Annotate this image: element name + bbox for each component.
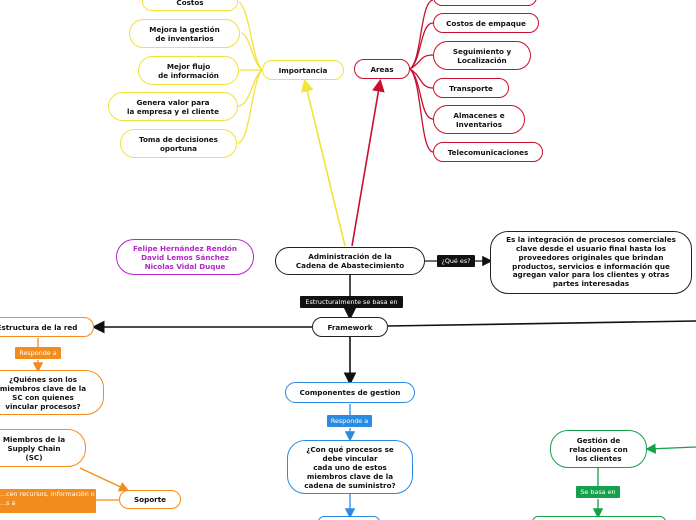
areas-node[interactable]: Areas bbox=[354, 59, 410, 79]
areas-item-almacenes[interactable]: Almacenes e Inventarios bbox=[433, 105, 525, 134]
relations-basis-tag: Se basa en bbox=[576, 486, 620, 498]
support-node[interactable]: Soporte bbox=[119, 490, 181, 509]
what-is-tag: ¿Qué es? bbox=[437, 255, 475, 267]
areas-item-transporte[interactable]: Transporte bbox=[433, 78, 509, 98]
central-topic-node[interactable]: Administración de la Cadena de Abastecim… bbox=[275, 247, 425, 275]
management-components-node[interactable]: Componentes de gestion bbox=[285, 382, 415, 403]
areas-item-seguimiento[interactable]: Seguimiento y Localización bbox=[433, 41, 531, 70]
importance-item-valor[interactable]: Genera valor para la empresa y el client… bbox=[108, 92, 238, 121]
structure-basis-tag: Estructuralmente se basa en bbox=[300, 296, 403, 308]
relations-next-node[interactable] bbox=[532, 516, 666, 520]
areas-item-telecomunicaciones[interactable]: Telecomunicaciones bbox=[433, 142, 543, 162]
network-question-node[interactable]: ¿Quiénes son los miembros clave de la SC… bbox=[0, 370, 104, 415]
components-responds-tag: Responde a bbox=[327, 415, 372, 427]
importance-node[interactable]: Importancia bbox=[262, 60, 344, 80]
sc-members-node[interactable]: Miembros de la Supply Chain (SC) bbox=[0, 429, 86, 467]
components-question-node[interactable]: ¿Con qué procesos se debe vincular cada … bbox=[287, 440, 413, 494]
importance-item-decisiones[interactable]: Toma de decisiones oportuna bbox=[120, 129, 237, 158]
areas-item-empaque[interactable]: Costos de empaque bbox=[433, 13, 539, 33]
network-responds-tag: Responde a bbox=[15, 347, 61, 359]
network-structure-node[interactable]: Estructura de la red bbox=[0, 317, 94, 337]
importance-item-costos[interactable]: Costos bbox=[142, 0, 238, 11]
authors-node[interactable]: Felipe Hernández Rendón David Lemos Sánc… bbox=[116, 239, 254, 275]
framework-node[interactable]: Framework bbox=[312, 317, 388, 337]
definition-node[interactable]: Es la integración de procesos comerciale… bbox=[490, 231, 692, 294]
importance-item-flujo[interactable]: Mejor flujo de información bbox=[138, 56, 239, 85]
areas-item-top[interactable] bbox=[433, 0, 537, 6]
importance-item-inventarios[interactable]: Mejora la gestión de inventarios bbox=[129, 19, 240, 48]
components-next-node[interactable] bbox=[318, 516, 380, 520]
customer-relations-node[interactable]: Gestión de relaciones con los clientes bbox=[550, 430, 647, 468]
support-tag: ...cen recursos, información o ...s a bbox=[0, 489, 96, 513]
